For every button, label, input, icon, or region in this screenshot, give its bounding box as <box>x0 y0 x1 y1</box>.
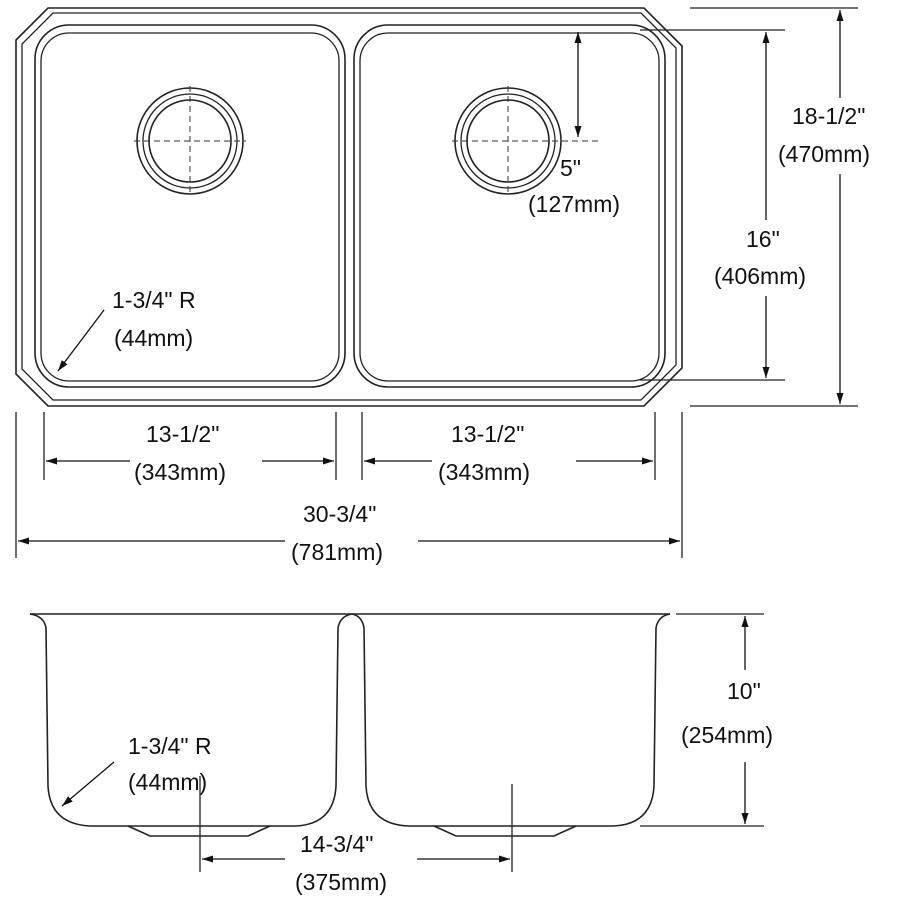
side-left-bowl <box>29 613 353 827</box>
sink-outer-rim <box>15 7 683 407</box>
side-depth-dimension: 10" (254mm) <box>640 613 773 827</box>
left-bowl-width-inch: 13-1/2" <box>146 421 219 447</box>
bowl-depth-mm: (406mm) <box>714 263 806 289</box>
overall-depth-dimension: 18-1/2" (470mm) <box>690 7 888 407</box>
left-bowl-width-dimension: 13-1/2" (343mm) <box>43 412 337 485</box>
bowl-depth-inch: 16" <box>746 226 780 252</box>
bowl-depth-dimension: 16" (406mm) <box>640 29 824 381</box>
side-right-drain-flange <box>433 825 577 837</box>
right-bowl-width-dimension: 13-1/2" (343mm) <box>361 412 656 485</box>
right-bowl-width-mm: (343mm) <box>438 459 530 485</box>
side-view: 1-3/4" R (44mm) 10" (254mm) 14-3/4" (375… <box>29 613 773 895</box>
drain-offset-dimension: 5" (127mm) <box>528 32 620 217</box>
corner-radius-callout: 1-3/4" R (44mm) <box>57 287 196 372</box>
right-bowl-width-inch: 13-1/2" <box>451 421 524 447</box>
right-drain-icon <box>452 86 598 196</box>
top-radius-inch: 1-3/4" R <box>112 287 196 313</box>
left-bowl <box>34 24 346 388</box>
drain-spacing-inch: 14-3/4" <box>300 831 373 857</box>
overall-width-mm: (781mm) <box>291 539 383 565</box>
drain-offset-mm: (127mm) <box>528 191 620 217</box>
side-depth-inch: 10" <box>727 678 761 704</box>
side-right-bowl <box>351 613 671 827</box>
left-drain-icon <box>134 86 246 196</box>
top-view: 5" (127mm) 1-3/4" R (44mm) 16" (406mm) <box>15 7 888 565</box>
right-bowl <box>353 24 666 388</box>
overall-width-dimension: 30-3/4" (781mm) <box>15 412 683 565</box>
side-radius-mm: (44mm) <box>128 769 207 795</box>
overall-depth-mm: (470mm) <box>778 141 870 167</box>
sink-inner-rim <box>21 12 677 401</box>
side-left-drain-flange <box>127 825 271 837</box>
side-corner-radius-callout: 1-3/4" R (44mm) <box>61 733 212 807</box>
drain-spacing-dimension: 14-3/4" (375mm) <box>199 776 513 895</box>
side-depth-mm: (254mm) <box>681 722 773 748</box>
overall-width-inch: 30-3/4" <box>303 501 376 527</box>
side-radius-inch: 1-3/4" R <box>128 733 212 759</box>
overall-depth-inch: 18-1/2" <box>792 103 865 129</box>
drain-offset-inch: 5" <box>560 155 581 181</box>
left-bowl-width-mm: (343mm) <box>134 459 226 485</box>
top-radius-mm: (44mm) <box>114 325 193 351</box>
drain-spacing-mm: (375mm) <box>295 869 387 895</box>
